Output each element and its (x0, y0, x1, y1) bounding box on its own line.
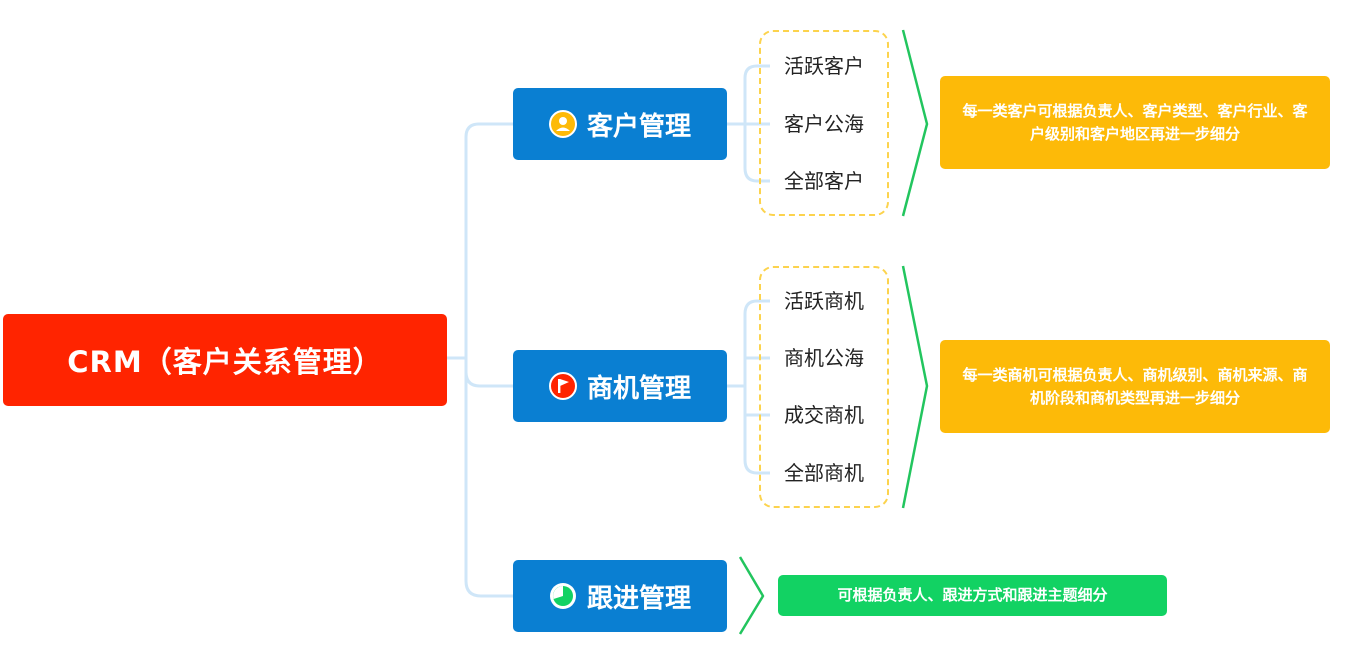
branch-label: 商机管理 (586, 373, 691, 404)
note-text: 可根据负责人、跟进方式和跟进主题细分 (837, 586, 1108, 604)
sub-item-opportunity-pool[interactable]: 商机公海 (784, 346, 864, 370)
branch2-item-connector (727, 299, 770, 475)
note-text: 每一类商机可根据负责人、商机级别、商机来源、商机阶段和商机类型再进一步细分 (962, 365, 1308, 407)
root-label: CRM（客户关系管理） (67, 345, 383, 379)
branch1-item-connector (727, 64, 770, 183)
branch-label: 客户管理 (586, 111, 691, 142)
opportunity-note[interactable]: 每一类商机可根据负责人、商机级别、商机来源、商机阶段和商机类型再进一步细分 (940, 340, 1330, 433)
customer-sub-group (759, 30, 889, 216)
bracket-1 (901, 29, 929, 217)
sub-item-all-opportunities[interactable]: 全部商机 (784, 461, 864, 485)
sub-item-active-customers[interactable]: 活跃客户 (784, 54, 864, 78)
flag-icon (548, 372, 577, 400)
branch-opportunity-management[interactable]: 商机管理 (513, 350, 727, 422)
root-node[interactable]: CRM（客户关系管理） (3, 314, 447, 406)
trunk-connector (464, 122, 513, 598)
followup-note[interactable]: 可根据负责人、跟进方式和跟进主题细分 (778, 575, 1167, 616)
bracket-2 (901, 265, 929, 509)
sub-item-customer-pool[interactable]: 客户公海 (784, 112, 864, 136)
branch-followup-management[interactable]: 跟进管理 (513, 560, 727, 632)
customer-note[interactable]: 每一类客户可根据负责人、客户类型、客户行业、客户级别和客户地区再进一步细分 (940, 76, 1330, 169)
person-icon (548, 110, 577, 138)
note-text: 每一类客户可根据负责人、客户类型、客户行业、客户级别和客户地区再进一步细分 (962, 101, 1308, 143)
sub-item-active-opportunities[interactable]: 活跃商机 (784, 289, 864, 313)
progress-pie-icon (549, 582, 577, 610)
sub-item-won-opportunities[interactable]: 成交商机 (784, 403, 864, 427)
opportunity-sub-group (759, 266, 889, 508)
branch-customer-management[interactable]: 客户管理 (513, 88, 727, 160)
bracket-3 (738, 556, 765, 635)
branch-label: 跟进管理 (586, 583, 691, 614)
sub-item-all-customers[interactable]: 全部客户 (784, 169, 864, 193)
